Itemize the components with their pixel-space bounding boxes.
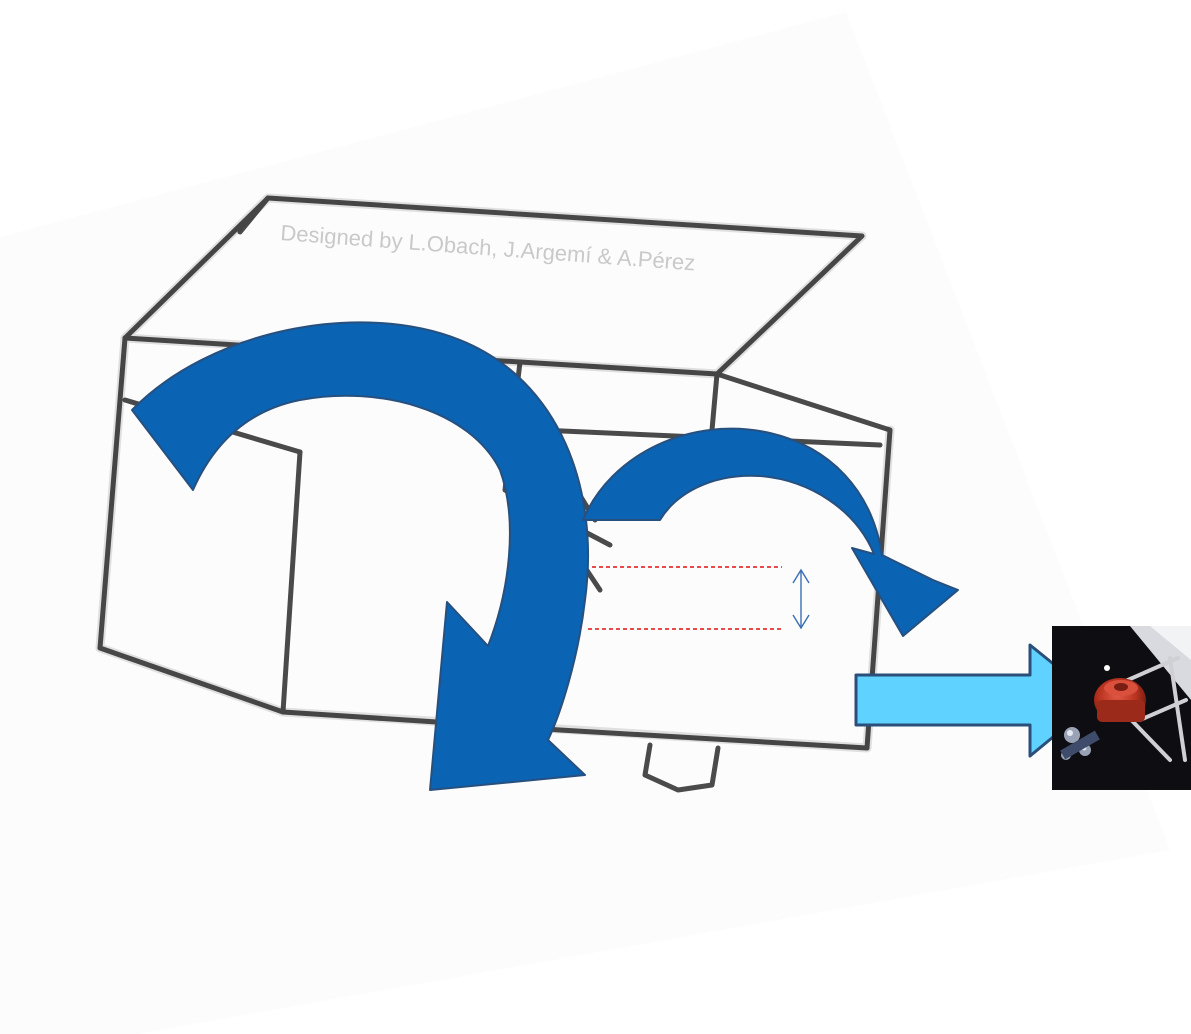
satellite-component-photo bbox=[1052, 626, 1191, 790]
